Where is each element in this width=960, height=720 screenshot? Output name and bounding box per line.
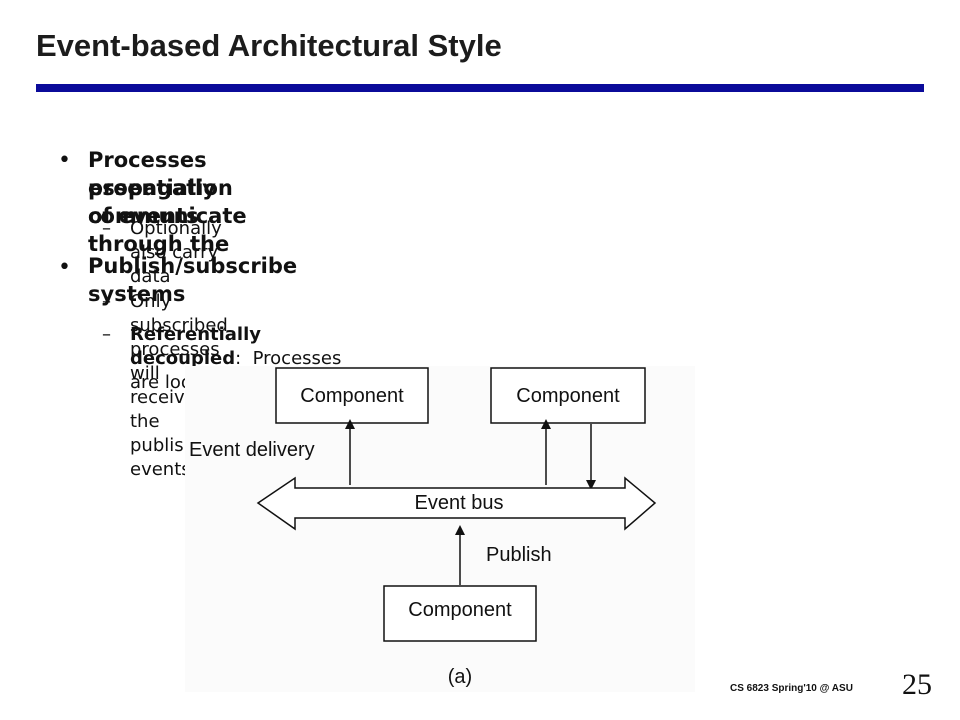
page-number: 25 — [902, 668, 932, 701]
top-left-component-box — [275, 367, 429, 424]
slide-footer: CS 6823 Spring'10 @ ASU — [730, 683, 853, 694]
event-bus-label: Event bus — [415, 492, 504, 514]
top-right-component-box — [490, 367, 646, 424]
slide-title: Event-based Architectural Style — [36, 28, 502, 63]
dash-marker: – — [102, 218, 111, 239]
bullet-2-sub-1: Only subscribed processes will receive t… — [130, 291, 228, 480]
event-delivery-label: Event delivery — [189, 439, 315, 461]
bottom-component-label: Component — [408, 599, 512, 621]
bullet-1-sub-1: Optionally also carry data — [130, 218, 222, 287]
bullet-2-text: Publish/subscribe systems — [88, 254, 298, 306]
title-rule — [36, 84, 924, 92]
dash-marker: – — [102, 324, 111, 345]
bullet-1-text: Processes essentially communicate throug… — [88, 148, 247, 256]
dash-marker: – — [102, 291, 111, 312]
top-right-component-label: Component — [516, 385, 620, 407]
bullet-marker: • — [58, 255, 71, 280]
bullet-1-text-cont: propagation of events — [88, 176, 233, 228]
publish-label: Publish — [486, 544, 552, 566]
event-bus-diagram: Component Component Event delivery Event… — [185, 366, 695, 692]
bullet-2-sub-2-sep: : — [235, 348, 242, 369]
diagram-svg: Component Component Event delivery Event… — [189, 367, 657, 688]
diagram-caption: (a) — [448, 666, 472, 688]
bullet-marker: • — [58, 148, 71, 173]
bottom-component-box — [383, 585, 537, 642]
top-left-component-label: Component — [300, 385, 404, 407]
bullet-2-sub-2-bold: Referentially decoupled — [130, 324, 262, 369]
event-bus-shape — [256, 476, 657, 531]
